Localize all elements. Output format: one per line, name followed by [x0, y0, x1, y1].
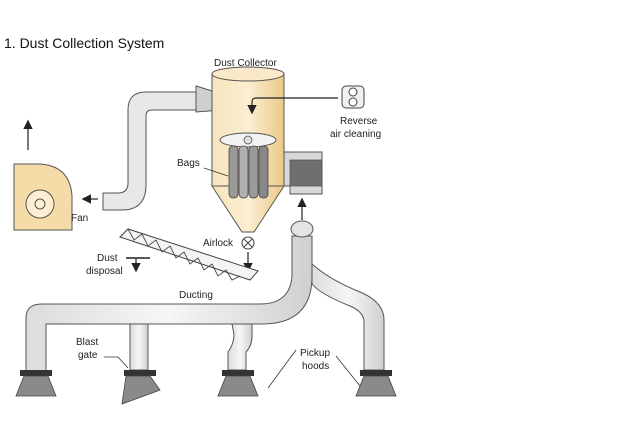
screw-conveyor	[119, 228, 259, 281]
label-blast-gate-2: gate	[78, 350, 98, 361]
fan	[13, 119, 98, 231]
fan-inlet-duct	[102, 85, 223, 211]
label-bags: Bags	[177, 158, 200, 169]
label-dust-disposal-2: disposal	[86, 266, 123, 277]
page-title: 1. Dust Collection System	[4, 35, 165, 51]
pickup-hood	[121, 370, 161, 405]
filter-bags	[228, 145, 269, 199]
label-dust-disposal-1: Dust	[97, 253, 118, 264]
collector-inlet-duct	[283, 151, 323, 220]
dust-collector	[211, 66, 338, 233]
label-fan: Fan	[71, 213, 88, 224]
pickup-hood	[217, 370, 259, 397]
label-airlock: Airlock	[203, 238, 234, 249]
airlock	[241, 236, 255, 273]
pickup-hood	[355, 370, 397, 397]
label-ducting: Ducting	[179, 290, 213, 301]
label-pickup-hoods-1: Pickup	[300, 348, 330, 359]
label-dust-collector: Dust Collector	[214, 58, 277, 69]
reverse-air-device	[341, 85, 365, 109]
leader-lines	[104, 167, 361, 389]
label-reverse-air-1: Reverse	[340, 116, 378, 127]
label-pickup-hoods-2: hoods	[302, 361, 329, 372]
label-reverse-air-2: air cleaning	[330, 129, 381, 140]
label-blast-gate-1: Blast	[76, 337, 98, 348]
pickup-hoods	[15, 370, 397, 405]
main-ducting	[25, 220, 385, 375]
pickup-hood	[15, 370, 57, 397]
